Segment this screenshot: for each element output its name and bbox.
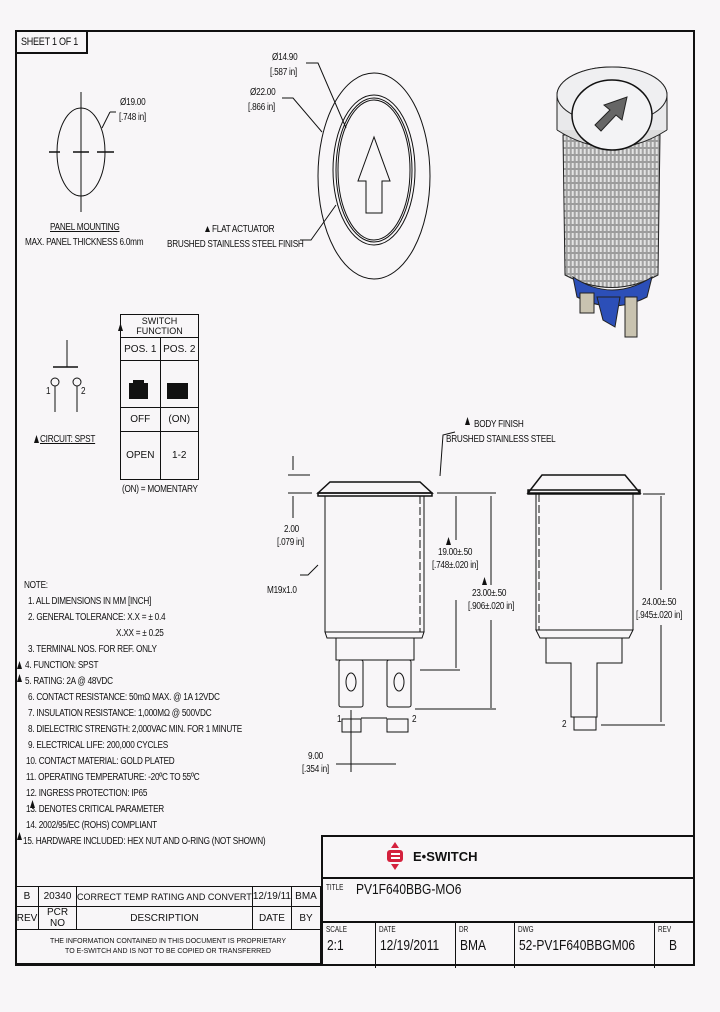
pos1-header: POS. 1 [120, 337, 161, 361]
side-pin2: 2 [412, 714, 417, 725]
date-header: DATE [251, 906, 293, 930]
dwg-cell: DWG 52-PV1F640BBGM06 [514, 923, 655, 968]
pin-pitch-in: [.354 in] [302, 764, 329, 775]
rev-value: B [669, 937, 678, 954]
total-h: 23.00±.50 [472, 588, 507, 599]
note-12: 12. INGRESS PROTECTION: IP65 [26, 788, 148, 799]
pcr-value: 20340 [38, 886, 77, 907]
title-label: TITLE [326, 883, 344, 892]
revision-row: B 20340 CORRECT TEMP RATING AND CONVERT … [15, 886, 321, 907]
sheet-label-box: SHEET 1 OF 1 [15, 30, 88, 54]
momentary-footnote: (ON) = MOMENTARY [122, 484, 198, 495]
dwg-label: DWG [518, 925, 534, 934]
dr-label: DR [459, 925, 469, 934]
revision-table: B 20340 CORRECT TEMP RATING AND CONVERT … [15, 886, 321, 964]
date-cell: DATE 12/19/2011 [375, 923, 456, 968]
dia-outer-in: [.866 in] [248, 102, 275, 113]
note-11: 11. OPERATING TEMPERATURE: -20ºC TO 55ºC [26, 772, 200, 783]
note-10: 10. CONTACT MATERIAL: GOLD PLATED [26, 756, 175, 767]
panel-mounting-title: PANEL MOUNTING [50, 222, 120, 233]
note-2: 2. GENERAL TOLERANCE: X.X = ± 0.4 [28, 612, 166, 623]
note-7: 7. INSULATION RESISTANCE: 1,000MΩ @ 500V… [28, 708, 212, 719]
scale-label: SCALE [326, 925, 347, 934]
panel-dia-in: [.748 in] [119, 112, 146, 123]
note-13: 13. DENOTES CRITICAL PARAMETER [26, 804, 164, 815]
pcr-header: PCR NO [38, 906, 77, 930]
proprietary-line-2: TO E-SWITCH AND IS NOT TO BE COPIED OR T… [65, 947, 271, 955]
note-4: 4. FUNCTION: SPST [25, 660, 99, 671]
body-h-in: [.748±.020 in] [432, 560, 479, 571]
title-row: TITLE PV1F640BBG-MO6 [323, 877, 693, 921]
note-3: 3. TERMINAL NOS. FOR REF. ONLY [28, 644, 157, 655]
dia-outer: Ø22.00 [250, 87, 276, 98]
total-h-in: [.906±.020 in] [468, 601, 515, 612]
notes-title: NOTE: [24, 580, 48, 591]
note-5: 5. RATING: 2A @ 48VDC [25, 676, 113, 687]
iso-view-render [555, 65, 670, 360]
date-value: 12/19/11 [251, 886, 293, 907]
bezel-h-in: [.079 in] [277, 537, 304, 548]
pos1-cap-icon [120, 360, 161, 408]
end-total-h: 24.00±.50 [642, 597, 677, 608]
pos2-contact: 1-2 [159, 431, 200, 480]
scale-value: 2:1 [327, 937, 344, 954]
note-8: 8. DIELECTRIC STRENGTH: 2,000VAC MIN. FO… [28, 724, 243, 735]
eswitch-logo-icon [387, 842, 403, 870]
pin-pitch: 9.00 [308, 751, 323, 762]
thread-spec: M19x1.0 [267, 585, 297, 596]
bezel-h: 2.00 [284, 524, 299, 535]
date-value: 12/19/2011 [380, 937, 440, 954]
body-finish-1: BODY FINISH [474, 419, 524, 430]
note-6: 6. CONTACT RESISTANCE: 50mΩ MAX. @ 1A 12… [28, 692, 220, 703]
switch-function-title: SWITCH FUNCTION [120, 314, 199, 338]
pos1-contact: OPEN [120, 431, 161, 480]
info-row: SCALE 2:1 DATE 12/19/2011 DR BMA DWG 52-… [323, 921, 693, 968]
brand-name: E•SWITCH [413, 849, 478, 864]
title-block: E•SWITCH TITLE PV1F640BBG-MO6 SCALE 2:1 … [321, 835, 695, 968]
dwg-value: 52-PV1F640BBGM06 [519, 937, 636, 954]
desc-header: DESCRIPTION [76, 906, 253, 930]
date-label: DATE [379, 925, 396, 934]
note-2b: X.XX = ± 0.25 [116, 628, 164, 639]
dia-inner-in: [.587 in] [270, 67, 297, 78]
pushbutton-3d-image [556, 66, 668, 338]
end-pin2: 2 [562, 719, 567, 730]
pos2-state: (ON) [159, 407, 200, 432]
circuit-label: CIRCUIT: SPST [40, 434, 96, 445]
actuator-note-1: FLAT ACTUATOR [212, 224, 275, 235]
side-pin1: 1 [337, 714, 342, 725]
desc-value: CORRECT TEMP RATING AND CONVERT [76, 886, 253, 907]
note-14: 14. 2002/95/EC (ROHS) COMPLIANT [26, 820, 157, 831]
body-h: 19.00±.50 [438, 547, 473, 558]
pos1-state: OFF [120, 407, 161, 432]
proprietary-notice: THE INFORMATION CONTAINED IN THIS DOCUME… [15, 929, 321, 964]
pos2-cap-icon [159, 360, 200, 408]
dr-value: BMA [460, 937, 487, 954]
proprietary-line-1: THE INFORMATION CONTAINED IN THIS DOCUME… [49, 937, 287, 945]
rev-cell: REV B [654, 923, 693, 968]
rev-label: REV [658, 925, 672, 934]
actuator-note-2: BRUSHED STAINLESS STEEL FINISH [167, 239, 304, 250]
scale-cell: SCALE 2:1 [323, 923, 375, 968]
note-15: 15. HARDWARE INCLUDED: HEX NUT AND O-RIN… [23, 836, 266, 847]
revision-header-row: REV PCR NO DESCRIPTION DATE BY [15, 906, 321, 930]
panel-thickness: MAX. PANEL THICKNESS 6.0mm [25, 237, 144, 248]
end-total-h-in: [.945±.020 in] [636, 610, 683, 621]
by-header: BY [291, 906, 321, 930]
note-1: 1. ALL DIMENSIONS IN MM [INCH] [28, 596, 152, 607]
note-9: 9. ELECTRICAL LIFE: 200,000 CYCLES [28, 740, 168, 751]
dr-cell: DR BMA [455, 923, 515, 968]
body-finish-2: BRUSHED STAINLESS STEEL [446, 434, 556, 445]
rev-header: REV [15, 906, 39, 930]
circuit-pin1: 1 [46, 386, 51, 397]
by-value: BMA [291, 886, 321, 907]
pos2-header: POS. 2 [159, 337, 200, 361]
panel-dia: Ø19.00 [120, 97, 146, 108]
dia-inner: Ø14.90 [272, 52, 298, 63]
part-title: PV1F640BBG-MO6 [356, 881, 462, 898]
circuit-pin2: 2 [81, 386, 86, 397]
rev-value: B [15, 886, 39, 907]
sheet-label: SHEET 1 OF 1 [21, 36, 79, 48]
